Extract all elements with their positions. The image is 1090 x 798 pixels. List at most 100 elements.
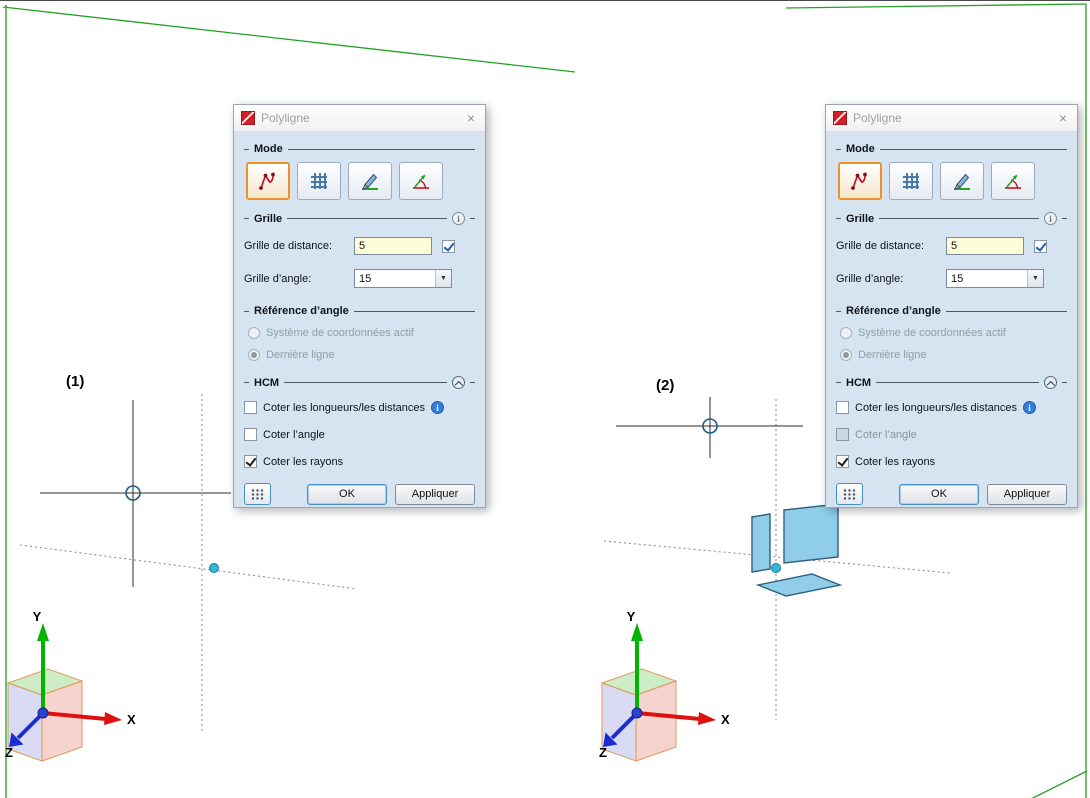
grid-mode-button[interactable] bbox=[297, 162, 341, 200]
sheet-bottom-edge-right bbox=[1031, 770, 1088, 798]
numpad-button[interactable] bbox=[836, 483, 863, 505]
snap-target-circle-left bbox=[125, 485, 141, 501]
grid-angle-value: 15 bbox=[359, 272, 372, 285]
dialog-titlebar[interactable]: Polyligne × bbox=[826, 105, 1077, 131]
mode-group-header: Mode bbox=[836, 143, 1067, 155]
grid-distance-row: Grille de distance: bbox=[244, 237, 475, 255]
chevron-down-icon: ▼ bbox=[1027, 270, 1043, 287]
angle-reference-icon bbox=[413, 174, 429, 189]
z-axis-arrowhead bbox=[603, 732, 618, 747]
grid-distance-input[interactable] bbox=[354, 237, 432, 255]
info-icon[interactable]: i bbox=[431, 401, 445, 414]
crosshair-cursor-right bbox=[616, 397, 803, 458]
plane-side[interactable] bbox=[751, 513, 771, 573]
polyline-dialog-2: Polyligne × Mode bbox=[825, 104, 1078, 508]
plane-bottom[interactable] bbox=[755, 573, 843, 597]
close-icon[interactable]: × bbox=[466, 110, 475, 126]
coter-rayons-row: Coter les rayons bbox=[244, 455, 475, 468]
reference-group-label: Référence d’angle bbox=[254, 305, 349, 317]
grid-mode-button[interactable] bbox=[889, 162, 933, 200]
y-axis-label: Y bbox=[33, 609, 42, 624]
coord-system-radio bbox=[248, 327, 260, 339]
snap-point-left[interactable] bbox=[209, 563, 219, 573]
grid-distance-row: Grille de distance: bbox=[836, 237, 1067, 255]
polyline-mode-button[interactable] bbox=[838, 162, 882, 200]
sketch-mode-button[interactable] bbox=[348, 162, 392, 200]
sheet-outline-right bbox=[785, 3, 1088, 798]
ok-button[interactable]: OK bbox=[307, 483, 387, 505]
z-axis-arrowhead bbox=[9, 732, 24, 747]
topsolid-app-icon bbox=[833, 111, 847, 125]
apply-button[interactable]: Appliquer bbox=[395, 483, 475, 505]
coter-longueurs-checkbox[interactable] bbox=[244, 401, 257, 414]
hcm-group-header: HCM bbox=[836, 376, 1067, 389]
polyline-arc-icon bbox=[851, 172, 867, 190]
dialog-title: Polyligne bbox=[853, 111, 902, 125]
grid-angle-row: Grille d’angle: 15 ▼ bbox=[836, 269, 1067, 288]
polyline-mode-button[interactable] bbox=[246, 162, 290, 200]
angle-mode-button[interactable] bbox=[399, 162, 443, 200]
coter-longueurs-row: Coter les longueurs/les distances i bbox=[244, 401, 475, 414]
dialog-footer: OK Appliquer bbox=[836, 475, 1067, 505]
coter-rayons-checkbox[interactable] bbox=[244, 455, 257, 468]
coter-longueurs-checkbox[interactable] bbox=[836, 401, 849, 414]
numpad-button[interactable] bbox=[244, 483, 271, 505]
grid-angle-dropdown[interactable]: 15 ▼ bbox=[946, 269, 1044, 288]
chevron-down-icon: ▼ bbox=[435, 270, 451, 287]
coter-angle-label: Coter l’angle bbox=[855, 428, 917, 441]
coord-system-radio bbox=[840, 327, 852, 339]
pencil-icon bbox=[362, 173, 378, 190]
z-axis-arrow bbox=[610, 711, 639, 740]
info-icon[interactable]: i bbox=[1044, 212, 1057, 225]
angle-reference-icon bbox=[1005, 174, 1021, 189]
origin-sphere bbox=[37, 707, 49, 719]
coord-system-option: Système de coordonnées actif bbox=[248, 327, 475, 339]
x-axis-arrow bbox=[42, 711, 107, 721]
polyline-dialog-1: Polyligne × Mode bbox=[233, 104, 486, 508]
origin-sphere bbox=[631, 707, 643, 719]
grid-angle-label: Grille d’angle: bbox=[836, 272, 904, 285]
coter-angle-checkbox[interactable] bbox=[244, 428, 257, 441]
reference-planes[interactable] bbox=[751, 503, 843, 597]
grille-group-header: Grille i bbox=[244, 212, 475, 225]
mode-group-header: Mode bbox=[244, 143, 475, 155]
mode-group-label: Mode bbox=[254, 143, 283, 155]
sketch-mode-button[interactable] bbox=[940, 162, 984, 200]
grid-distance-checkbox[interactable] bbox=[442, 239, 455, 253]
dialog-title: Polyligne bbox=[261, 111, 310, 125]
coter-rayons-label: Coter les rayons bbox=[263, 455, 344, 468]
grid-distance-label: Grille de distance: bbox=[836, 240, 925, 252]
collapse-chevron-icon[interactable] bbox=[1044, 376, 1057, 389]
y-axis-arrowhead bbox=[631, 623, 643, 641]
construction-lines-right bbox=[603, 399, 951, 720]
collapse-chevron-icon[interactable] bbox=[452, 376, 465, 389]
y-axis-label: Y bbox=[627, 609, 636, 624]
coord-system-label: Système de coordonnées actif bbox=[858, 327, 1006, 339]
angle-mode-button[interactable] bbox=[991, 162, 1035, 200]
close-icon[interactable]: × bbox=[1058, 110, 1067, 126]
reference-group-header: Référence d’angle bbox=[836, 305, 1067, 317]
grid-distance-input[interactable] bbox=[946, 237, 1024, 255]
x-axis-arrow bbox=[636, 711, 701, 721]
coord-system-option: Système de coordonnées actif bbox=[840, 327, 1067, 339]
plane-front[interactable] bbox=[783, 503, 839, 564]
coter-rayons-checkbox[interactable] bbox=[836, 455, 849, 468]
info-icon[interactable]: i bbox=[1023, 401, 1037, 414]
info-icon[interactable]: i bbox=[452, 212, 465, 225]
mode-group-label: Mode bbox=[846, 143, 875, 155]
mode-buttons-row bbox=[838, 162, 1067, 200]
snap-point-right[interactable] bbox=[771, 563, 781, 573]
grille-group-header: Grille i bbox=[836, 212, 1067, 225]
coter-angle-checkbox[interactable] bbox=[836, 428, 849, 441]
dialog-body: Mode bbox=[826, 131, 1077, 513]
coter-rayons-label: Coter les rayons bbox=[855, 455, 936, 468]
ok-button[interactable]: OK bbox=[899, 483, 979, 505]
grid-distance-checkbox[interactable] bbox=[1034, 239, 1047, 253]
grid-angle-dropdown[interactable]: 15 ▼ bbox=[354, 269, 452, 288]
grille-group-label: Grille bbox=[846, 212, 875, 225]
dialog-titlebar[interactable]: Polyligne × bbox=[234, 105, 485, 131]
hcm-group-header: HCM bbox=[244, 376, 475, 389]
apply-button[interactable]: Appliquer bbox=[987, 483, 1067, 505]
